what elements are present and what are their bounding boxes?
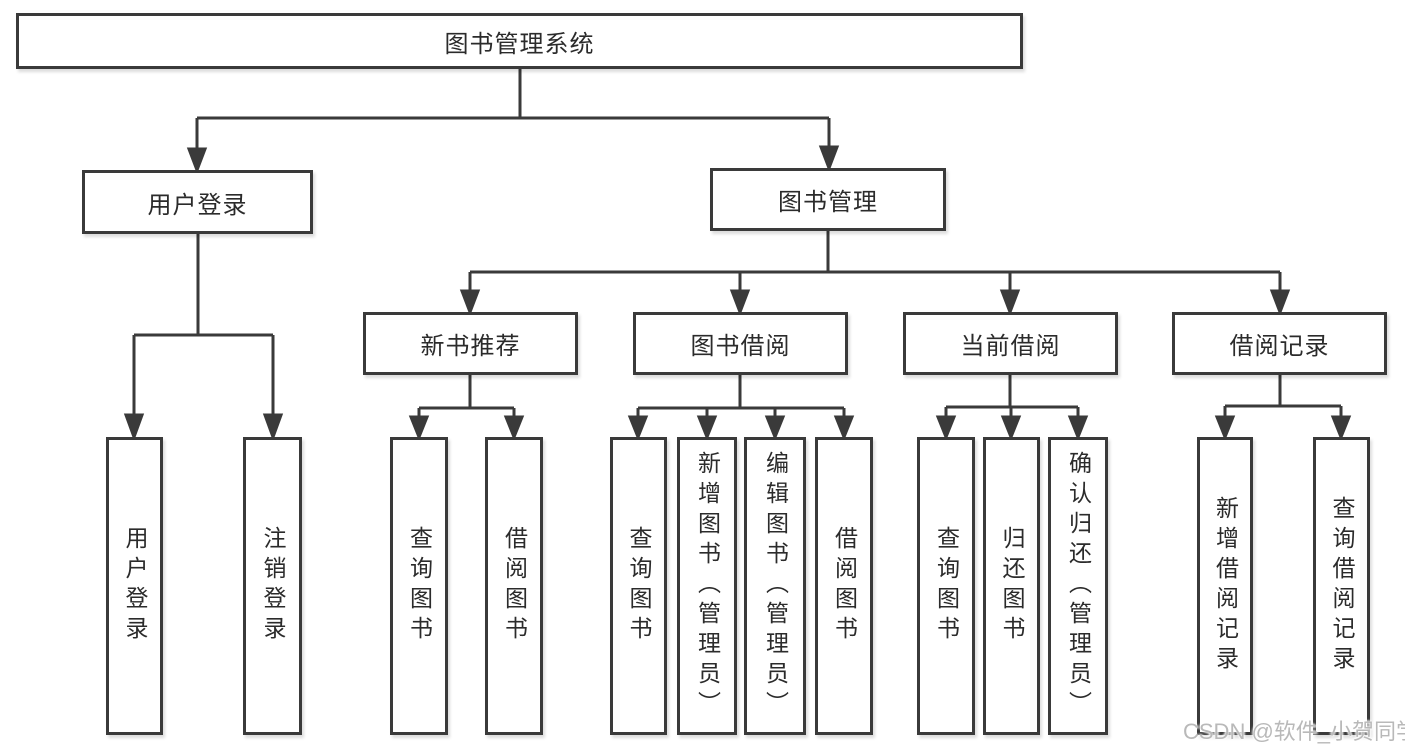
node-label: 查询图书 — [406, 526, 433, 646]
arrow-down-icon — [764, 415, 786, 442]
leaf-confirm-return-admin: 确认归还（管理员） — [1048, 437, 1108, 735]
arrow-down-icon — [1214, 415, 1236, 442]
arrow-down-icon — [1067, 415, 1089, 442]
node-label: 用户登录 — [147, 191, 248, 219]
leaf-query-books-recommend: 查询图书 — [390, 437, 448, 735]
user-login-connectors — [123, 234, 284, 442]
node-label: 新书推荐 — [420, 333, 521, 360]
node-label: 当前借阅 — [960, 333, 1061, 360]
node-label: 图书管理 — [778, 189, 878, 216]
node-label: 借阅图书 — [831, 526, 858, 646]
root-connectors — [186, 69, 840, 175]
leaf-add-borrow-record: 新增借阅记录 — [1197, 437, 1253, 735]
node-label: 查询图书 — [933, 526, 960, 646]
node-label: 归还图书 — [999, 526, 1025, 646]
node-label: 图书借阅 — [690, 333, 791, 360]
node-new-book-recommend: 新书推荐 — [363, 312, 578, 375]
node-book-borrow: 图书借阅 — [633, 312, 848, 375]
arrow-down-icon — [818, 145, 840, 173]
arrow-down-icon — [459, 289, 481, 317]
arrow-down-icon — [833, 415, 855, 442]
arrow-down-icon — [186, 147, 208, 175]
arrow-down-icon — [503, 415, 525, 442]
node-user-login: 用户登录 — [82, 170, 313, 234]
node-label: 确认归还（管理员） — [1065, 451, 1092, 721]
new-book-group-connectors — [408, 375, 525, 442]
node-book-mgmt: 图书管理 — [710, 168, 946, 231]
leaf-borrow-books-recommend: 借阅图书 — [485, 437, 543, 735]
csdn-watermark: CSDN @软件_小贺同学 — [1183, 719, 1405, 744]
arrow-down-icon — [935, 415, 957, 442]
book-mgmt-connectors — [459, 231, 1291, 317]
arrow-down-icon — [408, 415, 430, 442]
leaf-query-borrow-record: 查询借阅记录 — [1313, 437, 1370, 735]
leaf-query-books-borrow: 查询图书 — [610, 437, 667, 735]
borrow-record-group-connectors — [1214, 375, 1352, 442]
leaf-query-books-current: 查询图书 — [917, 437, 975, 735]
arrow-down-icon — [262, 413, 284, 442]
leaf-borrow-books: 借阅图书 — [815, 437, 873, 735]
node-label: 新增借阅记录 — [1212, 496, 1239, 676]
node-label: 借阅记录 — [1229, 333, 1330, 360]
node-label: 查询借阅记录 — [1329, 496, 1355, 676]
leaf-add-book-admin: 新增图书（管理员） — [677, 437, 737, 735]
node-label: 图书管理系统 — [444, 30, 595, 58]
arrow-down-icon — [1330, 415, 1352, 442]
arrow-down-icon — [1000, 415, 1022, 442]
node-label: 查询图书 — [626, 526, 652, 646]
leaf-return-books: 归还图书 — [983, 437, 1040, 735]
arrow-down-icon — [627, 415, 649, 442]
current-borrow-group-connectors — [935, 375, 1089, 442]
node-current-borrow: 当前借阅 — [903, 312, 1118, 375]
arrow-down-icon — [123, 413, 145, 442]
arrow-down-icon — [696, 415, 718, 442]
arrow-down-icon — [729, 289, 751, 317]
node-label: 用户登录 — [122, 526, 148, 646]
node-label: 编辑图书（管理员） — [762, 451, 789, 721]
node-label: 新增图书（管理员） — [694, 451, 721, 721]
node-label: 借阅图书 — [501, 526, 528, 646]
leaf-user-login: 用户登录 — [106, 437, 163, 735]
leaf-logout: 注销登录 — [243, 437, 302, 735]
book-borrow-group-connectors — [627, 375, 855, 442]
node-label: 注销登录 — [260, 526, 286, 646]
leaf-edit-book-admin: 编辑图书（管理员） — [744, 437, 806, 735]
node-root-system: 图书管理系统 — [16, 13, 1023, 69]
node-borrow-records: 借阅记录 — [1172, 312, 1387, 375]
arrow-down-icon — [999, 289, 1021, 317]
arrow-down-icon — [1269, 289, 1291, 317]
